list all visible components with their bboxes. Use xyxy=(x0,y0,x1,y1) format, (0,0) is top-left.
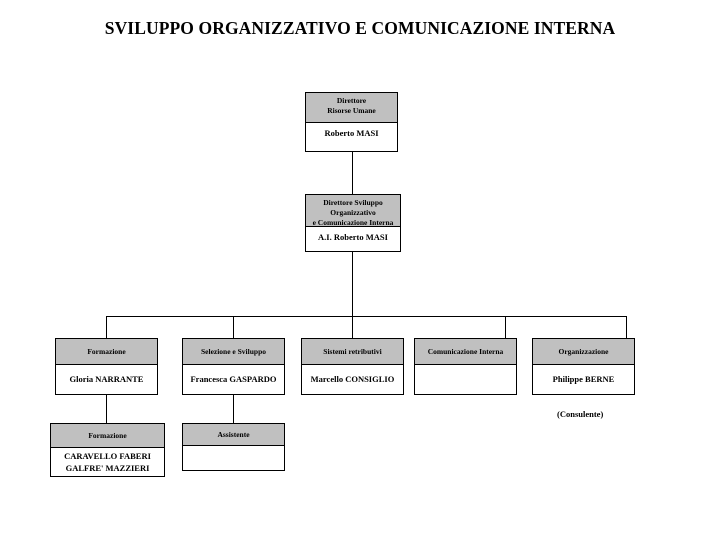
org-node-person: CARAVELLO FABERI GALFRE' MAZZIERI xyxy=(51,448,164,476)
org-node-direttore-risorse-umane[interactable]: Direttore Risorse Umane Roberto MASI xyxy=(305,92,398,152)
connector-drop-selezione-sviluppo xyxy=(233,316,234,338)
org-node-formazione-team[interactable]: Formazione CARAVELLO FABERI GALFRE' MAZZ… xyxy=(50,423,165,477)
org-node-direttore-sviluppo-organizzativo[interactable]: Direttore Sviluppo Organizzativo e Comun… xyxy=(305,194,401,252)
connector-l1-drop xyxy=(352,252,353,316)
org-node-sistemi-retributivi[interactable]: Sistemi retributivi Marcello CONSIGLIO xyxy=(301,338,404,395)
org-node-role: Direttore Risorse Umane xyxy=(306,93,397,123)
page-title: SVILUPPO ORGANIZZATIVO E COMUNICAZIONE I… xyxy=(104,18,616,38)
org-node-person: Philippe BERNE xyxy=(533,365,634,387)
org-node-assistente[interactable]: Assistente xyxy=(182,423,285,471)
connector-bus-level2 xyxy=(106,316,626,317)
org-node-role: Assistente xyxy=(183,424,284,446)
consultant-note: (Consulente) xyxy=(557,409,604,419)
org-node-role: Selezione e Sviluppo xyxy=(183,339,284,365)
org-node-role: Comunicazione Interna xyxy=(415,339,516,365)
connector-drop-organizzazione xyxy=(626,316,627,338)
org-node-role: Formazione xyxy=(56,339,157,365)
connector-selezione-sub-drop xyxy=(233,395,234,423)
connector-formazione-sub-drop xyxy=(106,395,107,423)
role-line-3: e Comunicazione Interna xyxy=(312,218,394,227)
org-node-role: Sistemi retributivi xyxy=(302,339,403,365)
org-node-person: Marcello CONSIGLIO xyxy=(302,365,403,387)
org-node-comunicazione-interna[interactable]: Comunicazione Interna xyxy=(414,338,517,395)
org-node-person: A.I. Roberto MASI xyxy=(306,227,400,245)
person-line-1: CARAVELLO FABERI xyxy=(64,451,151,461)
org-node-person: Francesca GASPARDO xyxy=(183,365,284,387)
org-node-role: Formazione xyxy=(51,424,164,448)
role-line-1: Direttore Sviluppo xyxy=(323,198,383,207)
person-line-2: GALFRE' MAZZIERI xyxy=(65,463,150,473)
org-node-organizzazione[interactable]: Organizzazione Philippe BERNE xyxy=(532,338,635,395)
role-line-1: Direttore xyxy=(336,96,367,105)
connector-l0-l1 xyxy=(352,152,353,194)
connector-drop-sistemi-retributivi xyxy=(352,316,353,338)
connector-drop-formazione xyxy=(106,316,107,338)
role-line-2: Organizzativo xyxy=(330,208,376,217)
org-node-person: Roberto MASI xyxy=(306,123,397,141)
org-node-role: Direttore Sviluppo Organizzativo e Comun… xyxy=(306,195,400,227)
org-node-selezione-e-sviluppo[interactable]: Selezione e Sviluppo Francesca GASPARDO xyxy=(182,338,285,395)
org-node-person: Gloria NARRANTE xyxy=(56,365,157,387)
org-node-formazione[interactable]: Formazione Gloria NARRANTE xyxy=(55,338,158,395)
org-node-role: Organizzazione xyxy=(533,339,634,365)
connector-drop-comunicazione-interna xyxy=(505,316,506,338)
role-line-2: Risorse Umane xyxy=(327,106,376,115)
